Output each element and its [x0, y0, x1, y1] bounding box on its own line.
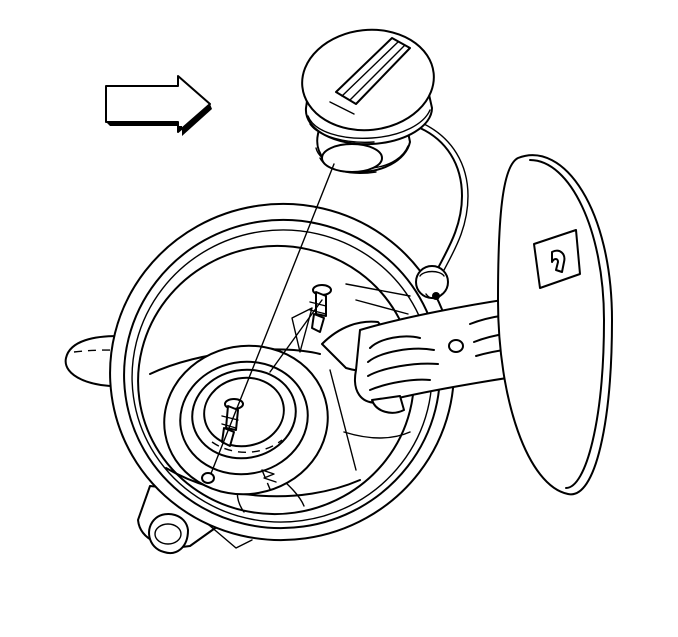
filler-neck: [163, 344, 329, 496]
push-pin-retainer-upper: [309, 284, 332, 333]
fuel-filler-cap: [301, 28, 435, 174]
leader-lines: [201, 163, 335, 484]
direction-arrow-icon: [105, 75, 212, 136]
cap-tether: [415, 123, 469, 300]
fuel-door: [497, 154, 613, 496]
